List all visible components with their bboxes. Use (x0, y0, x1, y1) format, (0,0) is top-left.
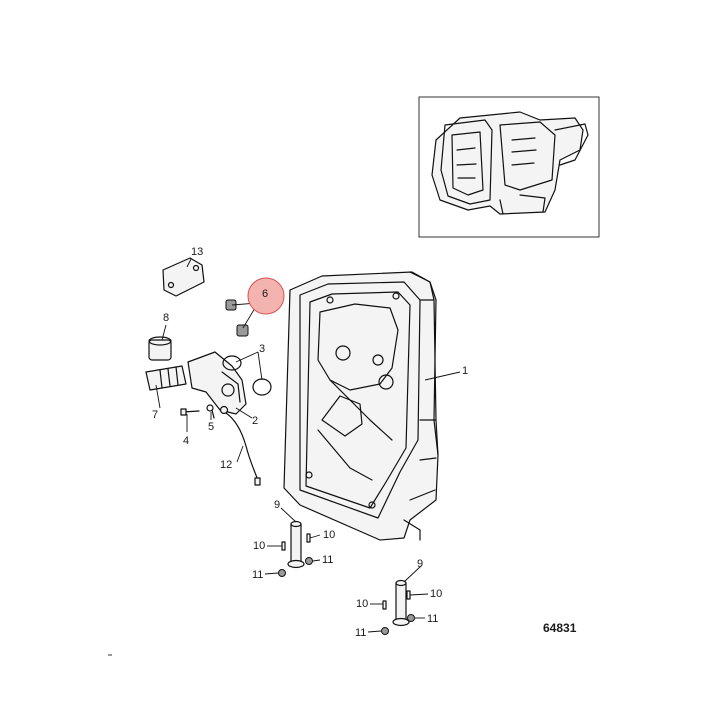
part-5-screw (206, 404, 215, 419)
part-7-hose-fitting (145, 365, 187, 391)
callout-12: 12 (220, 459, 232, 471)
callout-7: 7 (152, 409, 158, 421)
part-6-fittings (225, 299, 249, 337)
part-9-stud-upper (287, 520, 305, 569)
part-1-main-housing (283, 271, 439, 541)
callout-11-upper-left: 11 (252, 569, 263, 581)
callout-10-upper-right: 10 (323, 529, 335, 541)
callout-5: 5 (208, 421, 214, 433)
part-8-plug (148, 336, 172, 361)
callout-11-lower-right: 11 (427, 613, 438, 625)
part-4-bolt (180, 408, 200, 416)
part-11-nuts-upper (278, 557, 313, 577)
callout-6: 6 (262, 288, 268, 300)
inset-engine-drawing (431, 111, 589, 215)
callout-8: 8 (163, 312, 169, 324)
callout-2: 2 (252, 415, 258, 427)
callout-4: 4 (183, 435, 189, 447)
part-13-cover-plate (162, 257, 205, 297)
callout-10-upper-left: 10 (253, 540, 265, 552)
callout-9-upper: 9 (274, 499, 280, 511)
callout-labels: 13 6 8 3 1 7 2 4 5 12 9 10 10 11 11 9 10… (152, 246, 468, 639)
part-9-stud-lower (392, 579, 410, 627)
callout-13: 13 (191, 246, 203, 258)
part-11-nuts-lower (381, 614, 415, 635)
callout-11-upper-right: 11 (322, 554, 333, 566)
figure-number: 64831 (543, 621, 577, 635)
callout-11-lower-left: 11 (355, 627, 366, 639)
callout-3: 3 (259, 343, 265, 355)
callout-6-highlight (247, 277, 285, 315)
callout-10-lower-left: 10 (356, 598, 368, 610)
part-2-housing (187, 351, 247, 415)
callout-9-lower: 9 (417, 558, 423, 570)
inset-thumbnail (418, 96, 600, 238)
callout-10-lower-right: 10 (430, 588, 442, 600)
part-12-wire-lead (219, 405, 261, 486)
callout-1: 1 (462, 365, 468, 377)
